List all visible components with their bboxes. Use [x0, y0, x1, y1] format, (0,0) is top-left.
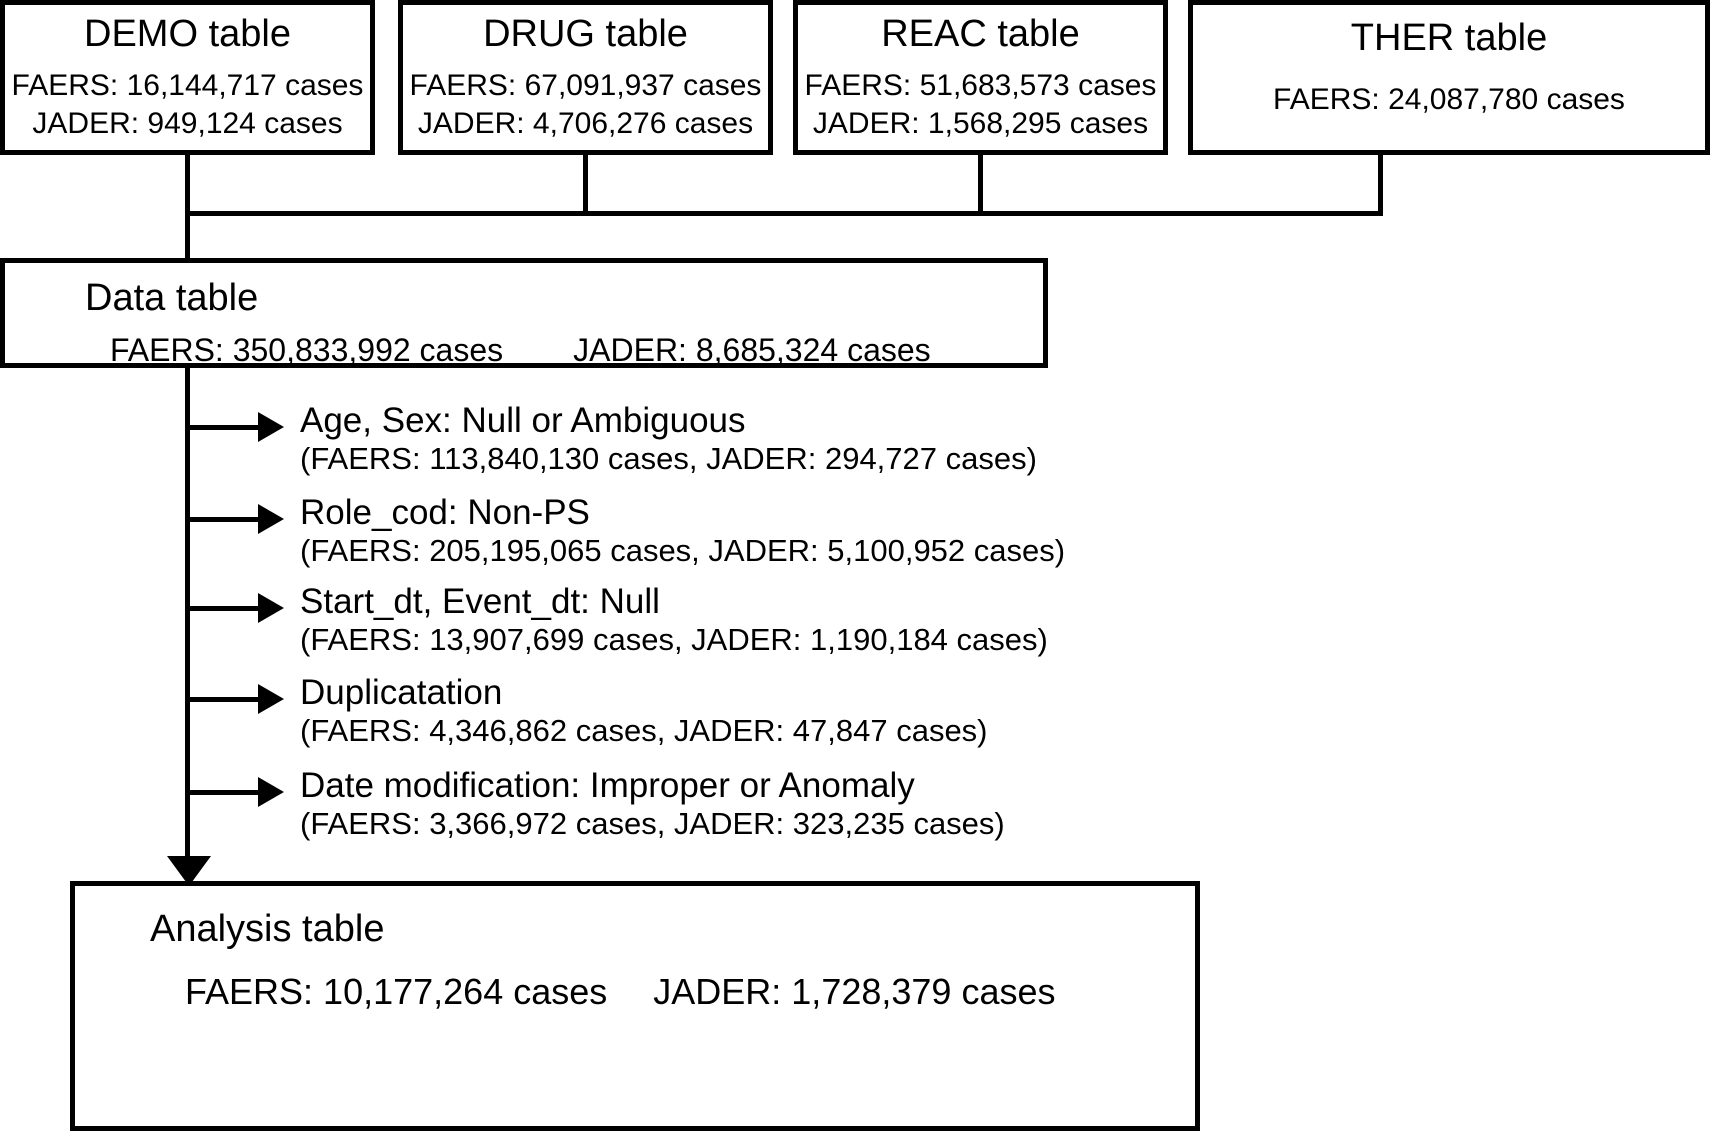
main-spine-line: [185, 366, 190, 866]
source-table-faers-demo: FAERS: 16,144,717 cases: [11, 68, 364, 102]
exclusion-row-4: Duplicatation (FAERS: 4,346,862 cases, J…: [300, 675, 988, 746]
source-table-title-drug: DRUG table: [483, 13, 688, 55]
exclusion-criterion-4: Duplicatation: [300, 673, 503, 712]
source-table-faers-reac: FAERS: 51,683,573 cases: [804, 68, 1157, 102]
exclusion-criterion-5: Date modification: Improper or Anomaly: [300, 766, 915, 805]
data-table-faers-count: FAERS: 350,833,992 cases: [110, 331, 504, 368]
exclusion-criterion-3: Start_dt, Event_dt: Null: [300, 582, 660, 621]
source-table-box-reac: REAC table FAERS: 51,683,573 cases JADER…: [793, 0, 1168, 155]
exclusion-criterion-2: Role_cod: Non-PS: [300, 493, 590, 532]
exclusion-row-3: Start_dt, Event_dt: Null (FAERS: 13,907,…: [300, 584, 1048, 655]
source-table-box-ther: THER table FAERS: 24,087,780 cases: [1188, 0, 1710, 155]
exclusion-arrow-shaft-1: [188, 425, 260, 430]
connector-ther-down: [1378, 153, 1383, 215]
source-table-jader-reac: JADER: 1,568,295 cases: [812, 107, 1149, 141]
exclusion-arrow-head-icon-1: [258, 412, 284, 442]
exclusion-row-2: Role_cod: Non-PS (FAERS: 205,195,065 cas…: [300, 495, 1065, 566]
source-table-title-reac: REAC table: [881, 13, 1080, 55]
analysis-table-faers-count: FAERS: 10,177,264 cases: [185, 970, 608, 1012]
exclusion-arrow-head-icon-5: [258, 777, 284, 807]
exclusion-arrow-head-icon-4: [258, 684, 284, 714]
exclusion-arrow-shaft-3: [188, 606, 260, 611]
data-table-box: Data table FAERS: 350,833,992 cases JADE…: [0, 258, 1048, 368]
source-table-box-demo: DEMO table FAERS: 16,144,717 cases JADER…: [0, 0, 375, 155]
exclusion-arrow-shaft-2: [188, 517, 260, 522]
source-table-faers-drug: FAERS: 67,091,937 cases: [409, 68, 762, 102]
source-table-jader-drug: JADER: 4,706,276 cases: [417, 107, 754, 141]
analysis-table-jader-count: JADER: 1,728,379 cases: [653, 970, 1056, 1012]
analysis-table-title: Analysis table: [150, 908, 385, 950]
exclusion-row-1: Age, Sex: Null or Ambiguous (FAERS: 113,…: [300, 403, 1037, 474]
exclusion-counts-2: (FAERS: 205,195,065 cases, JADER: 5,100,…: [300, 532, 1066, 568]
exclusion-counts-3: (FAERS: 13,907,699 cases, JADER: 1,190,1…: [300, 621, 1048, 657]
data-table-jader-count: JADER: 8,685,324 cases: [573, 331, 931, 368]
source-table-jader-demo: JADER: 949,124 cases: [32, 107, 343, 141]
exclusion-counts-4: (FAERS: 4,346,862 cases, JADER: 47,847 c…: [300, 712, 988, 748]
source-table-box-drug: DRUG table FAERS: 67,091,937 cases JADER…: [398, 0, 773, 155]
exclusion-arrow-shaft-4: [188, 697, 260, 702]
exclusion-arrow-shaft-5: [188, 790, 260, 795]
connector-bus-horizontal: [185, 211, 1383, 216]
connector-bus-to-data-table: [185, 211, 190, 263]
connector-drug-down: [583, 153, 588, 215]
connector-reac-down: [978, 153, 983, 215]
exclusion-counts-5: (FAERS: 3,366,972 cases, JADER: 323,235 …: [300, 805, 1005, 841]
analysis-table-box: Analysis table FAERS: 10,177,264 cases J…: [70, 881, 1200, 1131]
data-table-counts: FAERS: 350,833,992 cases JADER: 8,685,32…: [5, 331, 1043, 368]
exclusion-arrow-head-icon-3: [258, 593, 284, 623]
source-table-title-ther: THER table: [1350, 17, 1548, 59]
data-table-title: Data table: [85, 277, 259, 319]
exclusion-criterion-1: Age, Sex: Null or Ambiguous: [300, 401, 746, 440]
source-table-title-demo: DEMO table: [84, 13, 291, 55]
connector-demo-down: [185, 153, 190, 215]
analysis-table-counts: FAERS: 10,177,264 cases JADER: 1,728,379…: [75, 972, 1195, 1012]
exclusion-counts-1: (FAERS: 113,840,130 cases, JADER: 294,72…: [300, 440, 1037, 476]
exclusion-arrow-head-icon-2: [258, 504, 284, 534]
exclusion-row-5: Date modification: Improper or Anomaly (…: [300, 768, 1005, 839]
source-table-faers-ther: FAERS: 24,087,780 cases: [1273, 82, 1625, 116]
